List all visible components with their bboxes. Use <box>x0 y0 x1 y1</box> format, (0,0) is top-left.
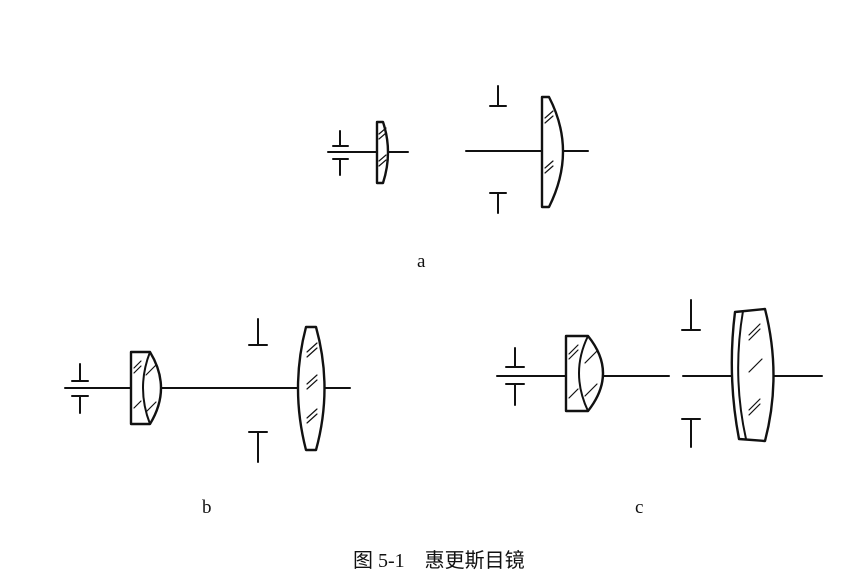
panel-b-field-stop <box>71 363 89 414</box>
panel-a-diagram <box>327 85 589 214</box>
panel-c-diagram <box>496 299 823 448</box>
panel-a-eye-lens <box>540 95 565 209</box>
panel-b-label: b <box>202 497 212 518</box>
panel-c-aperture-stop <box>681 299 701 448</box>
panel-c-label: c <box>635 497 644 518</box>
panel-a-field-stop <box>332 130 349 176</box>
panel-a-field-lens <box>375 120 390 185</box>
figure-caption: 图 5-1 惠更斯目镜 <box>353 550 525 572</box>
panel-b-diagram <box>64 318 351 463</box>
panel-a-label: a <box>417 251 426 272</box>
panel-b-field-lens-doublet <box>129 350 163 426</box>
panel-b-eye-lens <box>296 325 326 452</box>
panel-a-aperture-stop <box>489 85 507 214</box>
panel-c-field-lens-doublet <box>564 334 605 413</box>
panel-c-field-stop <box>505 347 525 406</box>
panel-c-eye-lens-doublet <box>730 307 775 443</box>
panel-b-aperture-stop <box>248 318 268 463</box>
